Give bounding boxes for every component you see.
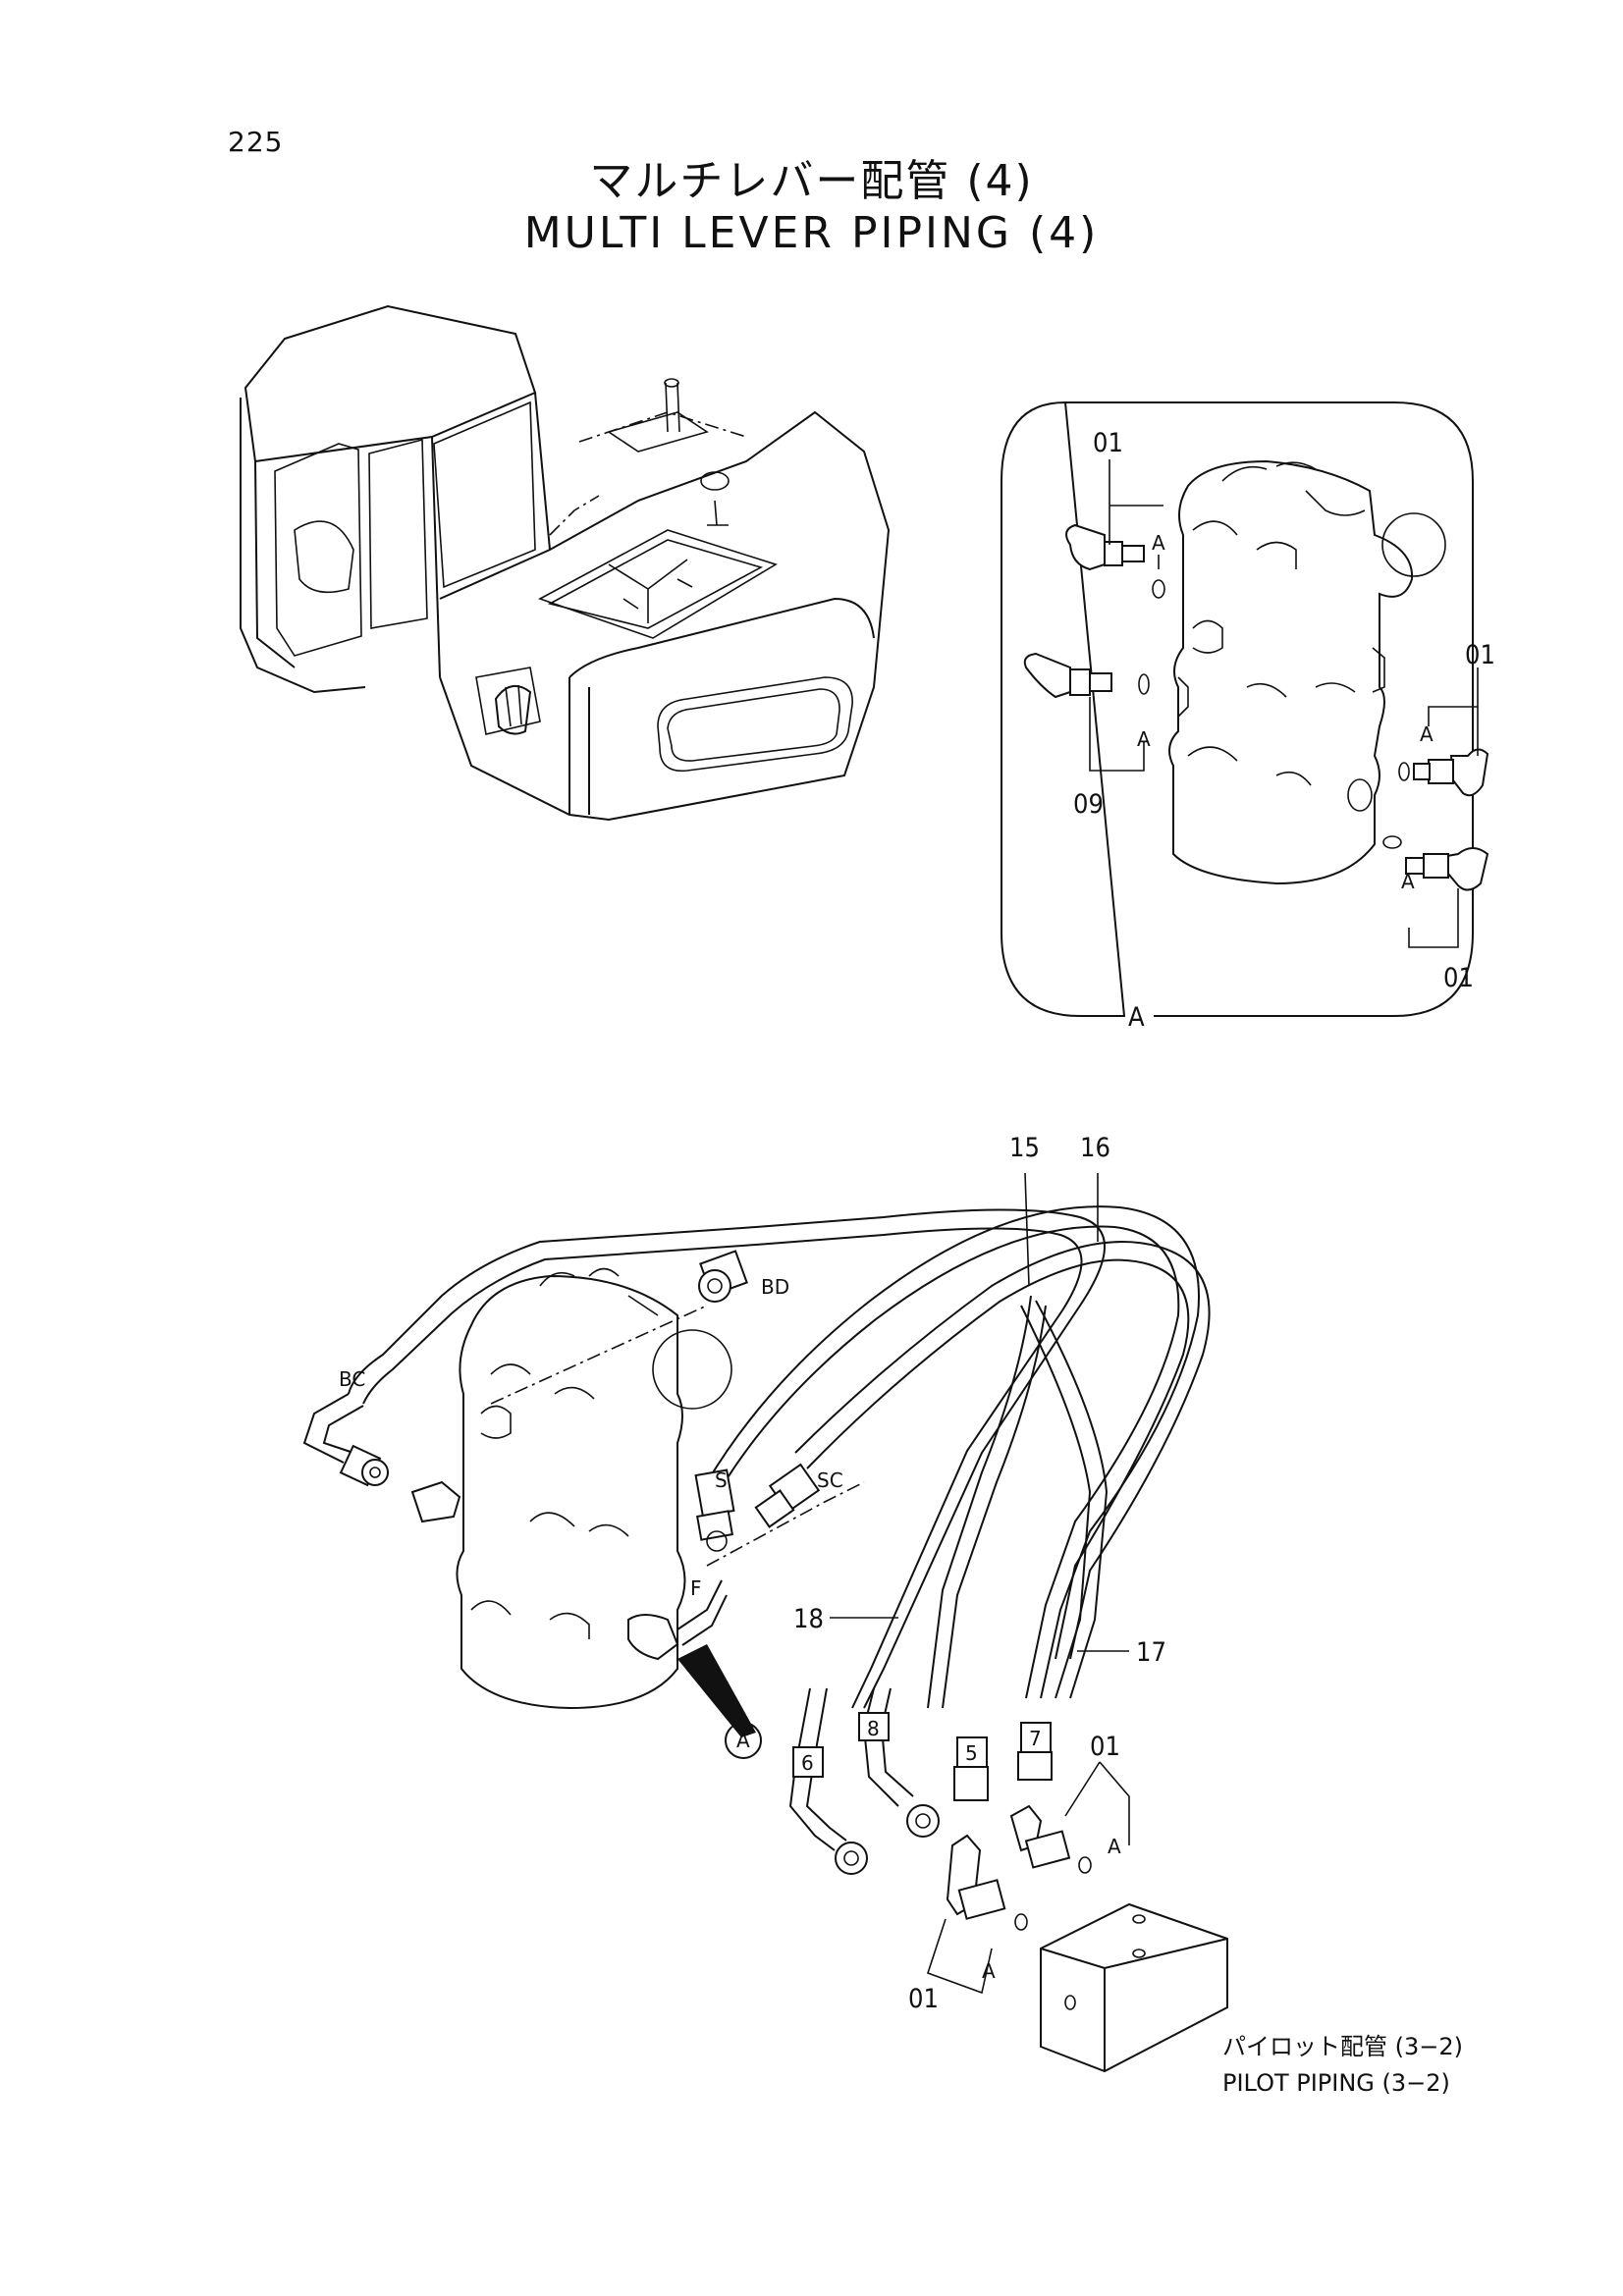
oring-mark-a-lower: A (982, 1959, 996, 1983)
port-label-f: F (690, 1576, 702, 1600)
detail-callout-01-right: 01 (1465, 640, 1495, 670)
detail-oring-a-2: A (1137, 727, 1151, 751)
detail-view-label: A (1128, 1002, 1145, 1033)
detail-oring-a-3: A (1420, 722, 1434, 746)
detail-callout-01-bottom: 01 (1443, 963, 1474, 993)
hose-tag-7: 7 (1029, 1727, 1042, 1750)
title-japanese: マルチレバー配管 (4) (589, 156, 1034, 206)
reference-en: PILOT PIPING (3−2) (1222, 2069, 1450, 2097)
reference-jp: パイロット配管 (3−2) (1222, 2033, 1463, 2060)
port-label-s: S (715, 1468, 728, 1492)
title-english: MULTI LEVER PIPING (4) (523, 208, 1100, 258)
fitting-callout-01-upper: 01 (1090, 1732, 1120, 1762)
detail-oring-a-1: A (1152, 531, 1165, 555)
hose-label-15: 15 (1009, 1133, 1040, 1163)
oring-mark-a-upper: A (1108, 1835, 1121, 1858)
fitting-callout-01-lower: 01 (908, 1984, 939, 2014)
hose-tag-5: 5 (965, 1741, 978, 1765)
page-number: 225 (228, 126, 284, 158)
port-label-sc: SC (817, 1468, 843, 1492)
detail-ref-a: A (736, 1729, 750, 1752)
hose-tag-8: 8 (867, 1717, 880, 1740)
detail-view-a: A (1001, 400, 1495, 1033)
port-label-bd: BD (761, 1275, 789, 1299)
detail-callout-01-top: 01 (1093, 428, 1123, 458)
hose-label-16: 16 (1080, 1133, 1110, 1163)
detail-callout-09: 09 (1073, 789, 1104, 820)
main-piping-view: 15 16 17 18 BD BC S SC F 6 8 5 7 01 01 A… (302, 1133, 1228, 2073)
port-label-bc: BC (339, 1367, 365, 1391)
hose-label-17: 17 (1136, 1637, 1166, 1668)
hose-tag-6: 6 (801, 1751, 814, 1775)
hose-label-18: 18 (793, 1604, 824, 1634)
detail-oring-a-4: A (1401, 870, 1415, 893)
excavator-cab-illustration (240, 304, 891, 822)
